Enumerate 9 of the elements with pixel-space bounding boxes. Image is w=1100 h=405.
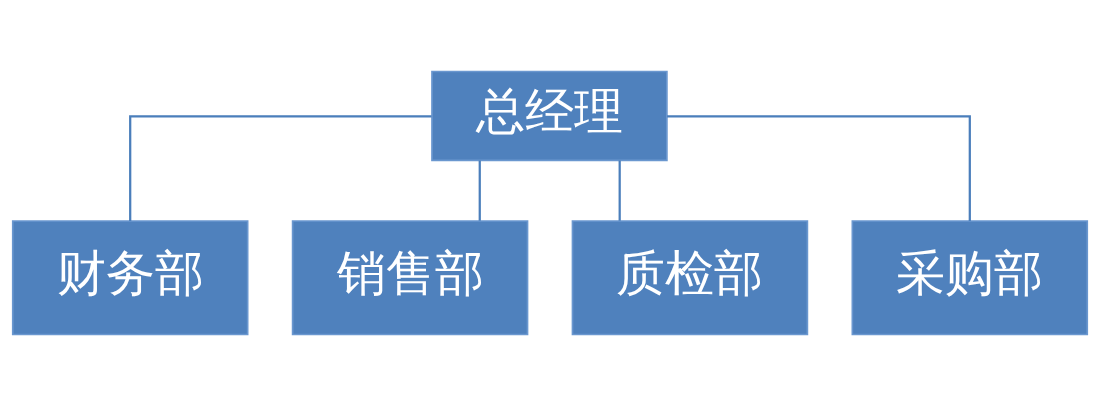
connector	[478, 160, 481, 221]
connector	[129, 114, 432, 221]
node-box: 采购部	[851, 219, 1089, 335]
node-box: 销售部	[291, 219, 529, 335]
node-box: 财务部	[11, 219, 249, 335]
connector	[667, 114, 971, 221]
node-box: 质检部	[571, 219, 809, 335]
node-box: 总经理	[431, 70, 668, 161]
connector	[618, 160, 621, 221]
